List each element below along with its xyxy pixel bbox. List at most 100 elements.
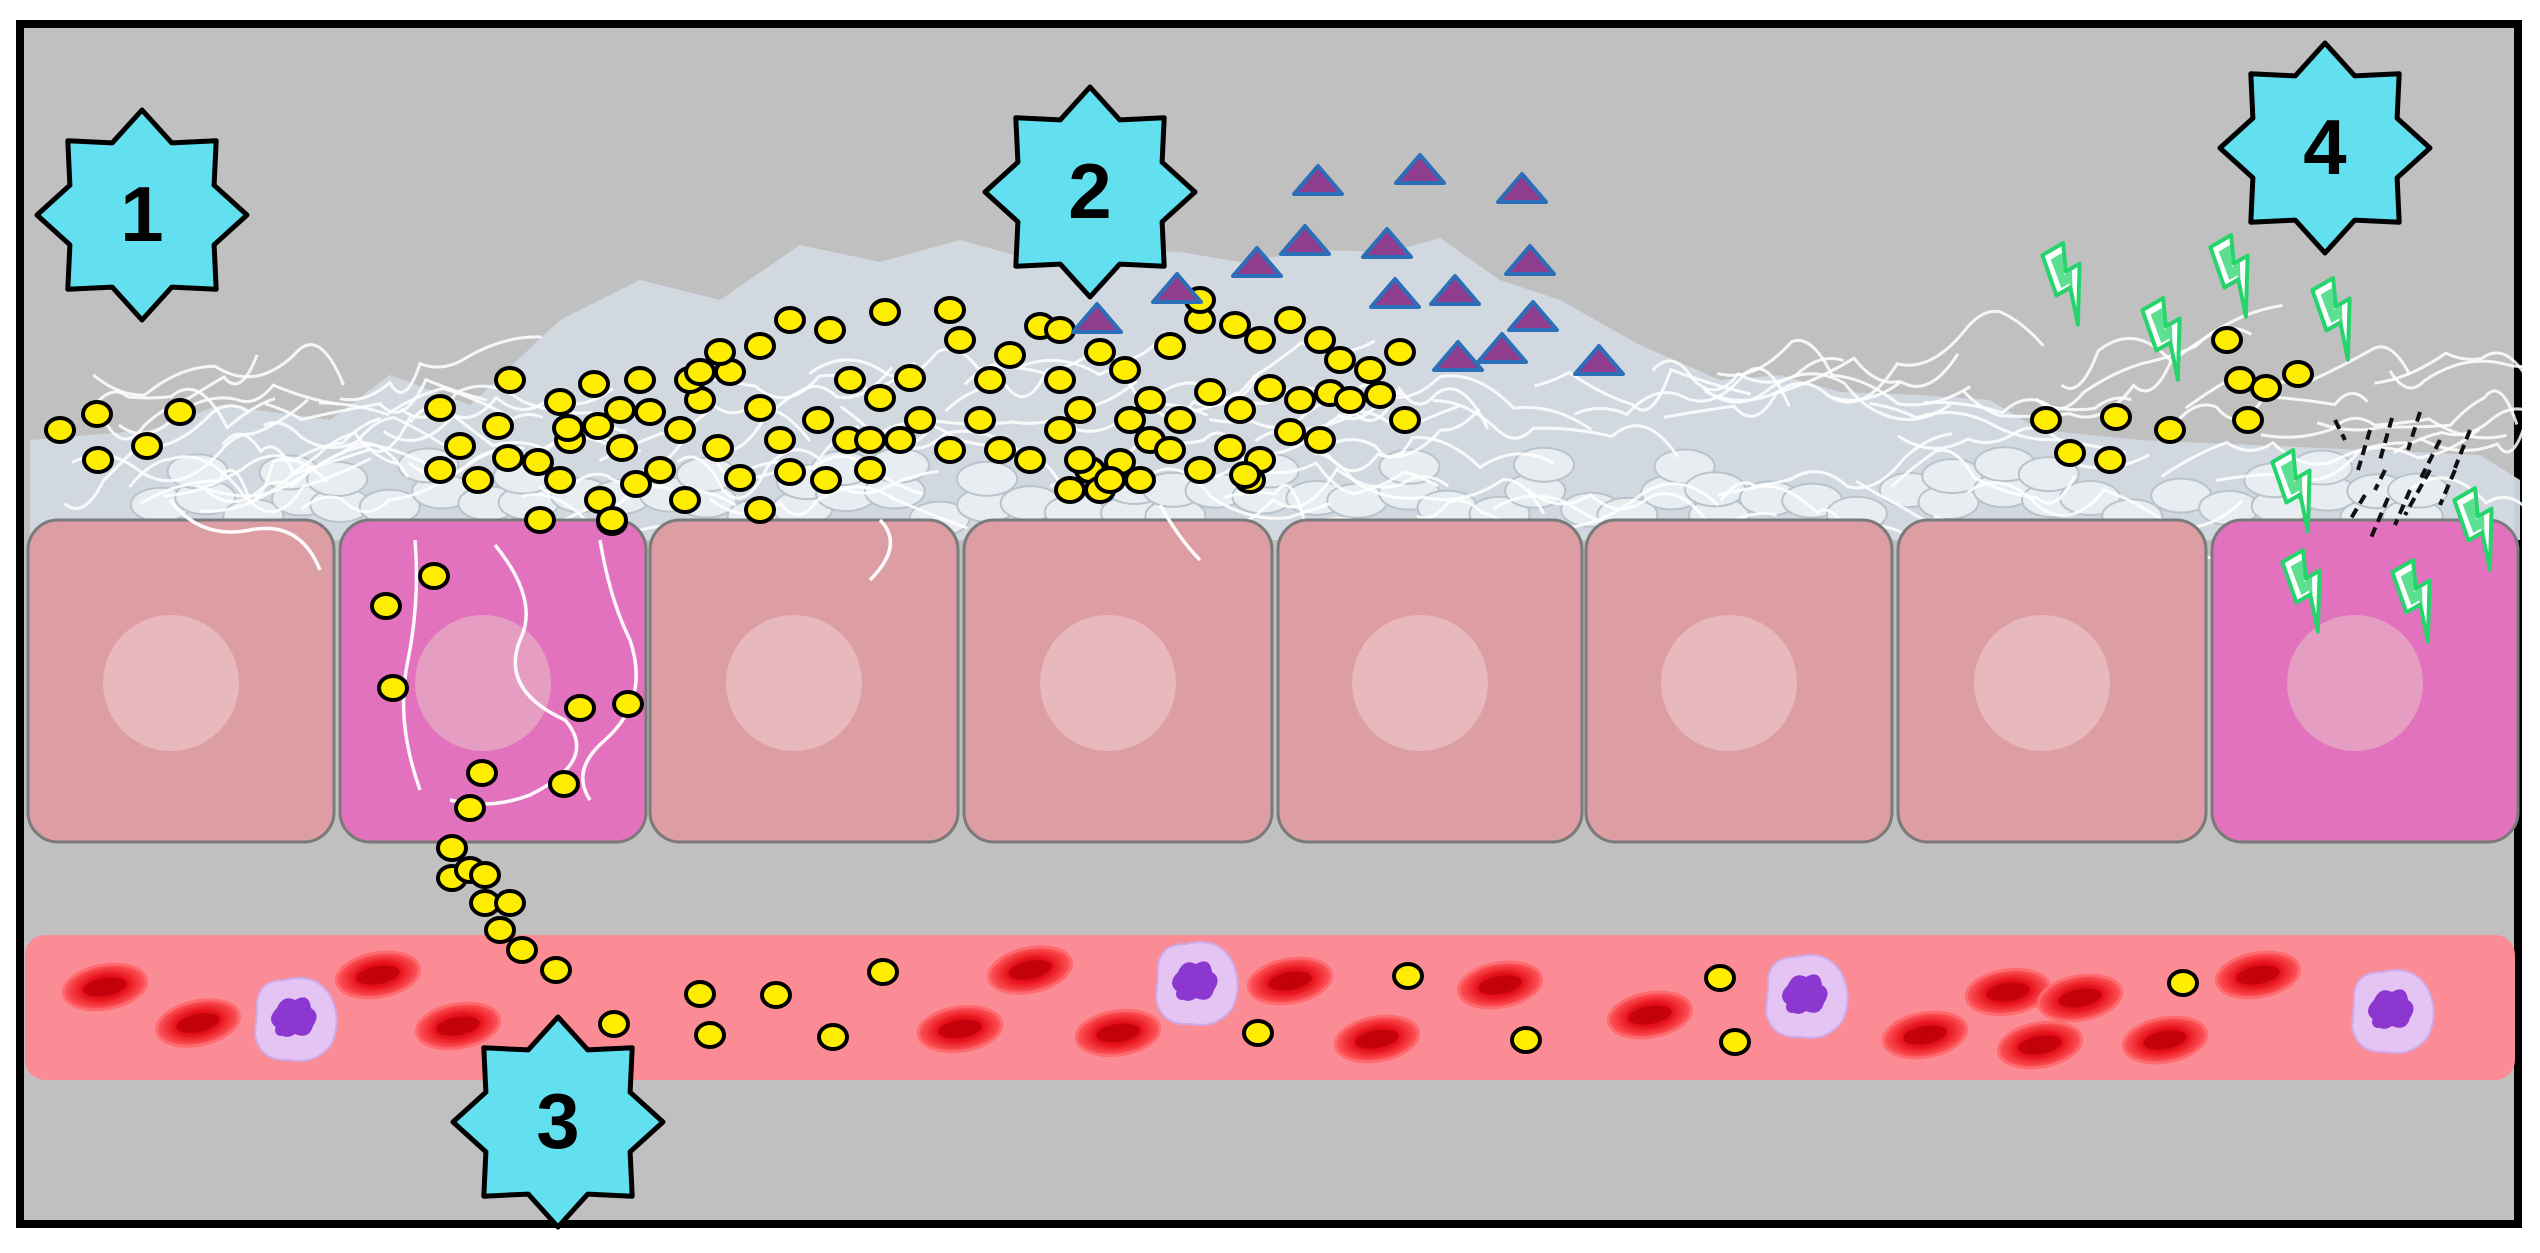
bacterium-icon [762, 983, 790, 1007]
cell-nucleus [1352, 615, 1488, 751]
bacterium-icon [446, 434, 474, 458]
bacterium-icon [83, 402, 111, 426]
bacterium-icon [812, 468, 840, 492]
bacterium-icon [1394, 964, 1422, 988]
bacterium-icon [1016, 448, 1044, 472]
bacterium-icon [606, 398, 634, 422]
bacterium-icon [776, 460, 804, 484]
bacterium-icon [1066, 398, 1094, 422]
bacterium-icon [580, 372, 608, 396]
bacterium-icon [1056, 478, 1084, 502]
bacterium-icon [816, 318, 844, 342]
bacterium-icon [2284, 362, 2312, 386]
cell-nucleus [726, 615, 862, 751]
neutrophil-icon [255, 978, 337, 1061]
bacterium-icon [1256, 376, 1284, 400]
bacterium-icon [2102, 405, 2130, 429]
bacterium-icon [686, 982, 714, 1006]
bacterium-icon [866, 386, 894, 410]
bacterium-icon [2226, 368, 2254, 392]
bacterium-icon [84, 448, 112, 472]
bacterium-icon [471, 863, 499, 887]
bacterium-icon [1721, 1030, 1749, 1054]
bacterium-icon [2252, 376, 2280, 400]
bacterium-icon [1046, 318, 1074, 342]
stage-badge-4: 4 [2220, 43, 2430, 253]
bacterium-icon [508, 938, 536, 962]
bacterium-icon [1336, 388, 1364, 412]
bacterium-icon [600, 1012, 628, 1036]
bacterium-icon [836, 368, 864, 392]
bacterium-icon [706, 340, 734, 364]
bacterium-icon [1156, 438, 1184, 462]
bacterium-icon [2234, 408, 2262, 432]
bacterium-icon [1116, 408, 1144, 432]
bacterium-icon [671, 488, 699, 512]
cell-nucleus [415, 615, 551, 751]
bacterium-icon [486, 918, 514, 942]
bacterium-icon [1391, 408, 1419, 432]
bacterium-icon [550, 772, 578, 796]
bacterium-icon [1226, 398, 1254, 422]
stage-badge-1: 1 [37, 110, 247, 320]
bacterium-icon [766, 428, 794, 452]
bacterium-icon [614, 692, 642, 716]
stage-number: 2 [1068, 147, 1111, 235]
neutrophil-icon [1766, 955, 1848, 1038]
bacterium-icon [468, 761, 496, 785]
bacterium-icon [379, 676, 407, 700]
bacterium-icon [608, 436, 636, 460]
bacterium-icon [1276, 308, 1304, 332]
bacterium-icon [1111, 358, 1139, 382]
bacterium-icon [946, 328, 974, 352]
bacterium-icon [1126, 468, 1154, 492]
bacterium-icon [546, 468, 574, 492]
bacterium-icon [166, 400, 194, 424]
bacterium-icon [526, 508, 554, 532]
bacterium-icon [496, 891, 524, 915]
bacterium-icon [496, 368, 524, 392]
bacterium-icon [869, 960, 897, 984]
bacterium-icon [542, 958, 570, 982]
bacterium-icon [566, 696, 594, 720]
bacterium-icon [1244, 1021, 1272, 1045]
stage-number: 1 [120, 170, 163, 258]
bacterium-icon [2213, 328, 2241, 352]
bacterium-icon [1221, 313, 1249, 337]
cell-nucleus [2287, 615, 2423, 751]
bacterium-icon [936, 438, 964, 462]
bacterium-icon [726, 466, 754, 490]
bacterium-icon [696, 1023, 724, 1047]
mucin-granule [957, 462, 1017, 496]
bacterium-icon [1246, 328, 1274, 352]
bacterium-icon [2056, 441, 2084, 465]
cell-nucleus [103, 615, 239, 751]
cell-nucleus [1661, 615, 1797, 751]
bacterium-icon [524, 450, 552, 474]
bacterium-icon [1386, 340, 1414, 364]
bacterium-icon [804, 408, 832, 432]
bacterium-icon [1276, 420, 1304, 444]
bacterium-icon [1136, 388, 1164, 412]
bacterium-icon [871, 300, 899, 324]
neutrophil-icon [2352, 970, 2434, 1053]
bacterium-icon [906, 408, 934, 432]
bacterium-icon [420, 564, 448, 588]
bacterium-icon [1046, 368, 1074, 392]
bacterium-icon [686, 360, 714, 384]
stage-number: 3 [536, 1077, 579, 1165]
bacterium-icon [2032, 408, 2060, 432]
bacterium-icon [646, 458, 674, 482]
stage-number: 4 [2303, 103, 2346, 191]
bacterium-icon [1156, 334, 1184, 358]
bacterium-icon [133, 434, 161, 458]
bacterium-icon [494, 446, 522, 470]
bacterium-icon [426, 458, 454, 482]
neutrophil-icon [1156, 942, 1238, 1025]
bacterium-icon [626, 368, 654, 392]
mucin-granule [1327, 484, 1387, 518]
bacterium-icon [1166, 408, 1194, 432]
bacterium-icon [986, 438, 1014, 462]
bacterium-icon [856, 428, 884, 452]
